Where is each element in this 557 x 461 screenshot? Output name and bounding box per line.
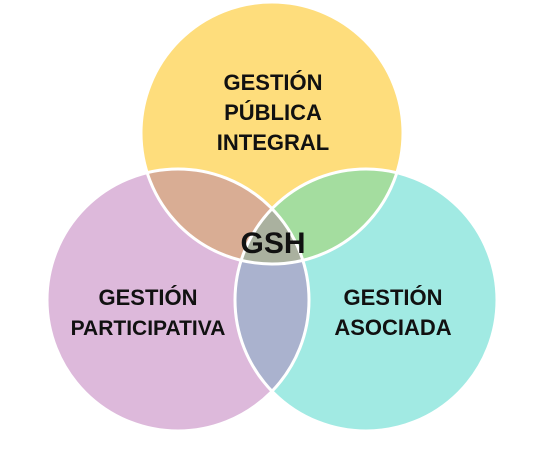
label-right-line-2: ASOCIADA: [334, 315, 451, 340]
circle-outlines: [45, 0, 499, 433]
label-top-line-3: INTEGRAL: [217, 130, 329, 155]
label-top-line-1: GESTIÓN: [223, 70, 322, 95]
label-center-gsh: GSH: [240, 227, 305, 260]
label-top-line-2: PÚBLICA: [224, 100, 322, 125]
outline-left: [45, 167, 311, 433]
label-left-line-1: GESTIÓN: [98, 285, 197, 310]
outline-right: [233, 167, 499, 433]
label-right-line-1: GESTIÓN: [343, 285, 442, 310]
outline-top: [139, 0, 405, 266]
label-left-line-2: PARTICIPATIVA: [71, 317, 226, 340]
overlap-top-right: [235, 169, 403, 264]
overlap-top-left: [141, 169, 309, 264]
